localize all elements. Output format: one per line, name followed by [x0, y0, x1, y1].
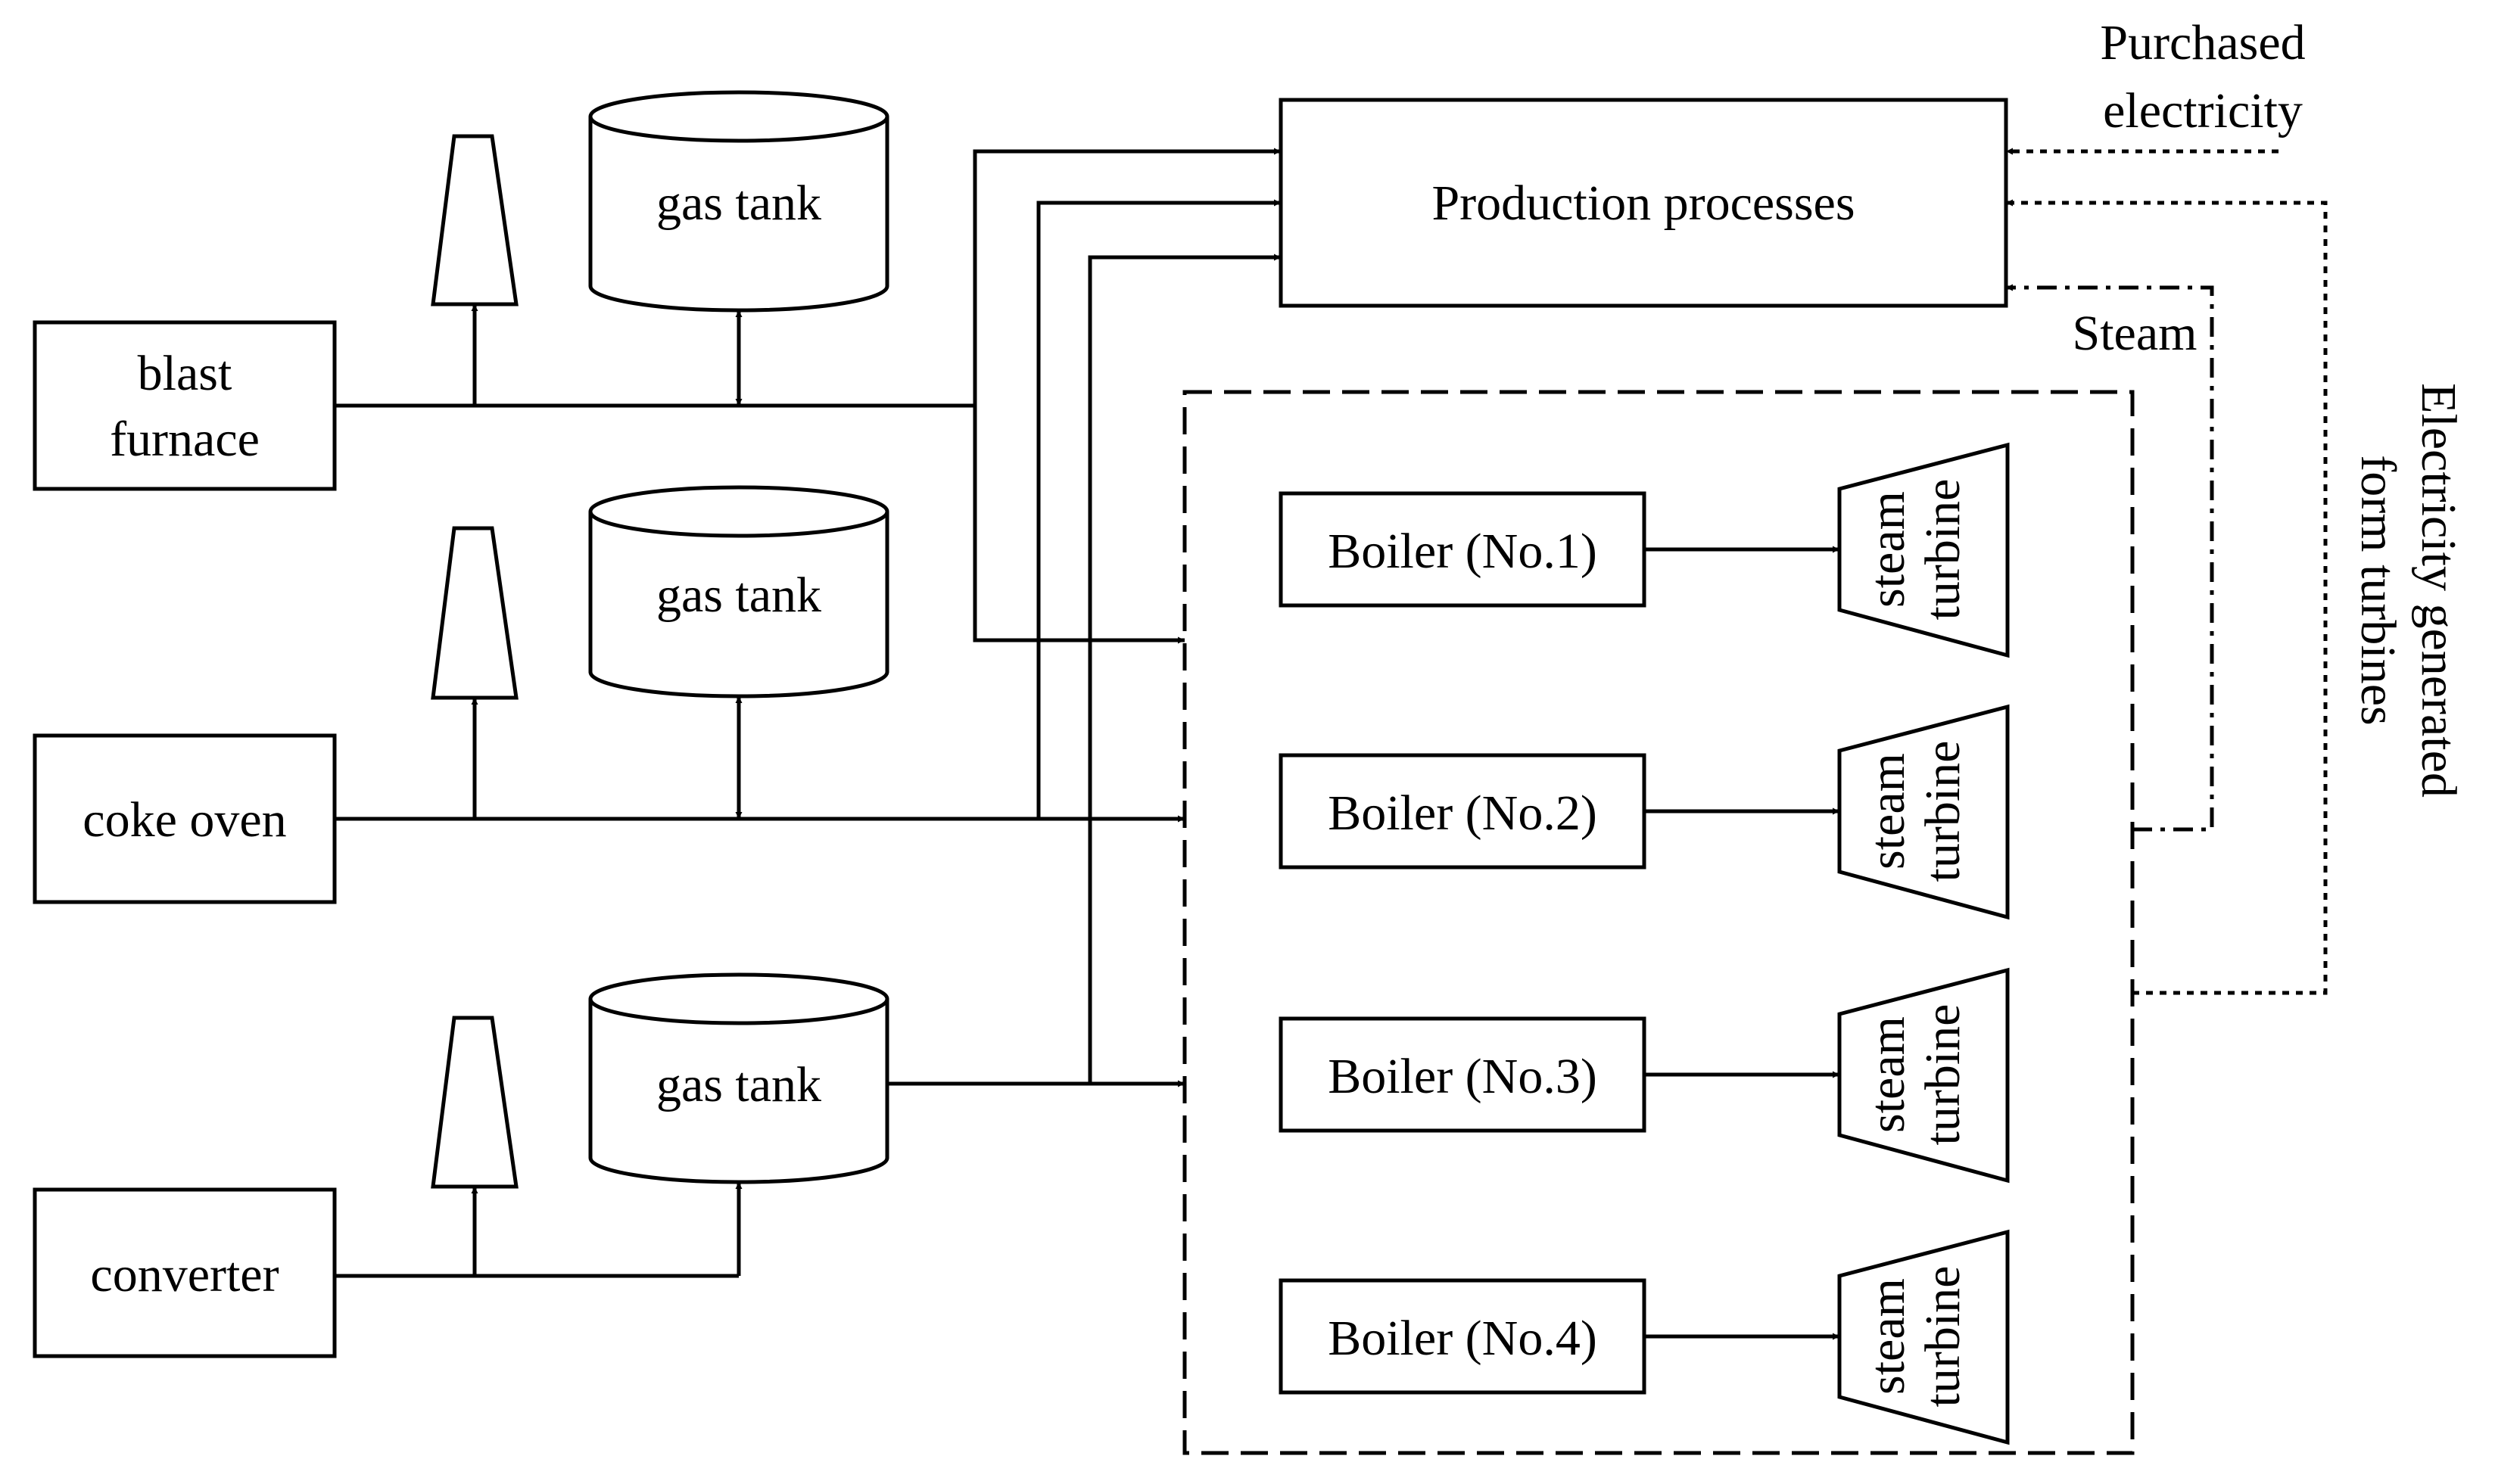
steam-label: Steam [2073, 306, 2198, 361]
production-processes-label: Production processes [1431, 176, 1855, 231]
turbine-2-label-line2: turbine [1915, 741, 1970, 882]
coke-oven-node: coke oven [33, 733, 337, 904]
boiler-2: Boiler (No.2) [1279, 753, 1646, 870]
purchased-electricity-label-line2: electricity [2103, 83, 2303, 138]
flare-stack-3-icon [431, 1016, 519, 1189]
coke-oven-to-production-arrow [1036, 199, 1281, 819]
blast-furnace-to-production-arrow [973, 148, 1281, 406]
gas-tank-1-label: gas tank [656, 176, 821, 231]
converter-node: converter [33, 1187, 337, 1358]
blast-furnace-label-line1: blast [138, 346, 232, 401]
turbine-4-label-line2: turbine [1915, 1266, 1970, 1408]
gas-tank-3-label: gas tank [656, 1057, 821, 1112]
steam-turbine-3: steam turbine [1837, 967, 2010, 1184]
converter-to-production-arrow [1088, 254, 1281, 1084]
flare-stack-2-icon [431, 526, 519, 700]
boiler-1: Boiler (No.1) [1279, 491, 1646, 608]
converter-label: converter [90, 1247, 279, 1302]
boiler-group-dashed-boundary [1182, 390, 2135, 1455]
flare-stack-1-icon [431, 134, 519, 306]
turbine-1-label-line2: turbine [1915, 479, 1970, 621]
electricity-generated-label-line1: Electricity generated [2411, 383, 2466, 798]
turbine-3-label-line1: steam [1860, 1016, 1915, 1133]
turbine-3-label-line2: turbine [1915, 1004, 1970, 1146]
gas-tank-1: gas tank [588, 90, 889, 313]
blast-furnace-to-boilers-arrow [973, 406, 1185, 644]
blast-furnace-label-line2: furnace [110, 412, 260, 467]
turbine-2-label-line1: steam [1860, 753, 1915, 870]
steam-turbine-4: steam turbine [1837, 1229, 2010, 1445]
purchased-electricity-label-line1: Purchased [2100, 15, 2305, 70]
turbine-electricity-arrow [2006, 199, 2328, 995]
turbine-1-label-line1: steam [1860, 491, 1915, 608]
gas-tank-3: gas tank [588, 972, 889, 1184]
steam-turbine-1: steam turbine [1837, 442, 2010, 658]
boiler-2-label: Boiler (No.2) [1328, 786, 1597, 841]
turbine-4-label-line1: steam [1860, 1278, 1915, 1395]
gas-tank-2: gas tank [588, 485, 889, 698]
steam-supply-arrow [2006, 284, 2214, 832]
boiler-3: Boiler (No.3) [1279, 1016, 1646, 1133]
production-processes-node: Production processes [1279, 98, 2008, 308]
boiler-3-label: Boiler (No.3) [1328, 1049, 1597, 1104]
steam-turbine-2: steam turbine [1837, 704, 2010, 920]
electricity-generated-label-line2: form turbines [2350, 455, 2406, 725]
coke-oven-label: coke oven [83, 792, 286, 848]
gas-tank-2-label: gas tank [656, 568, 821, 623]
boiler-4-label: Boiler (No.4) [1328, 1311, 1597, 1366]
blast-furnace-node: blast furnace [33, 320, 337, 491]
boiler-4: Boiler (No.4) [1279, 1278, 1646, 1395]
boiler-1-label: Boiler (No.1) [1328, 524, 1597, 579]
